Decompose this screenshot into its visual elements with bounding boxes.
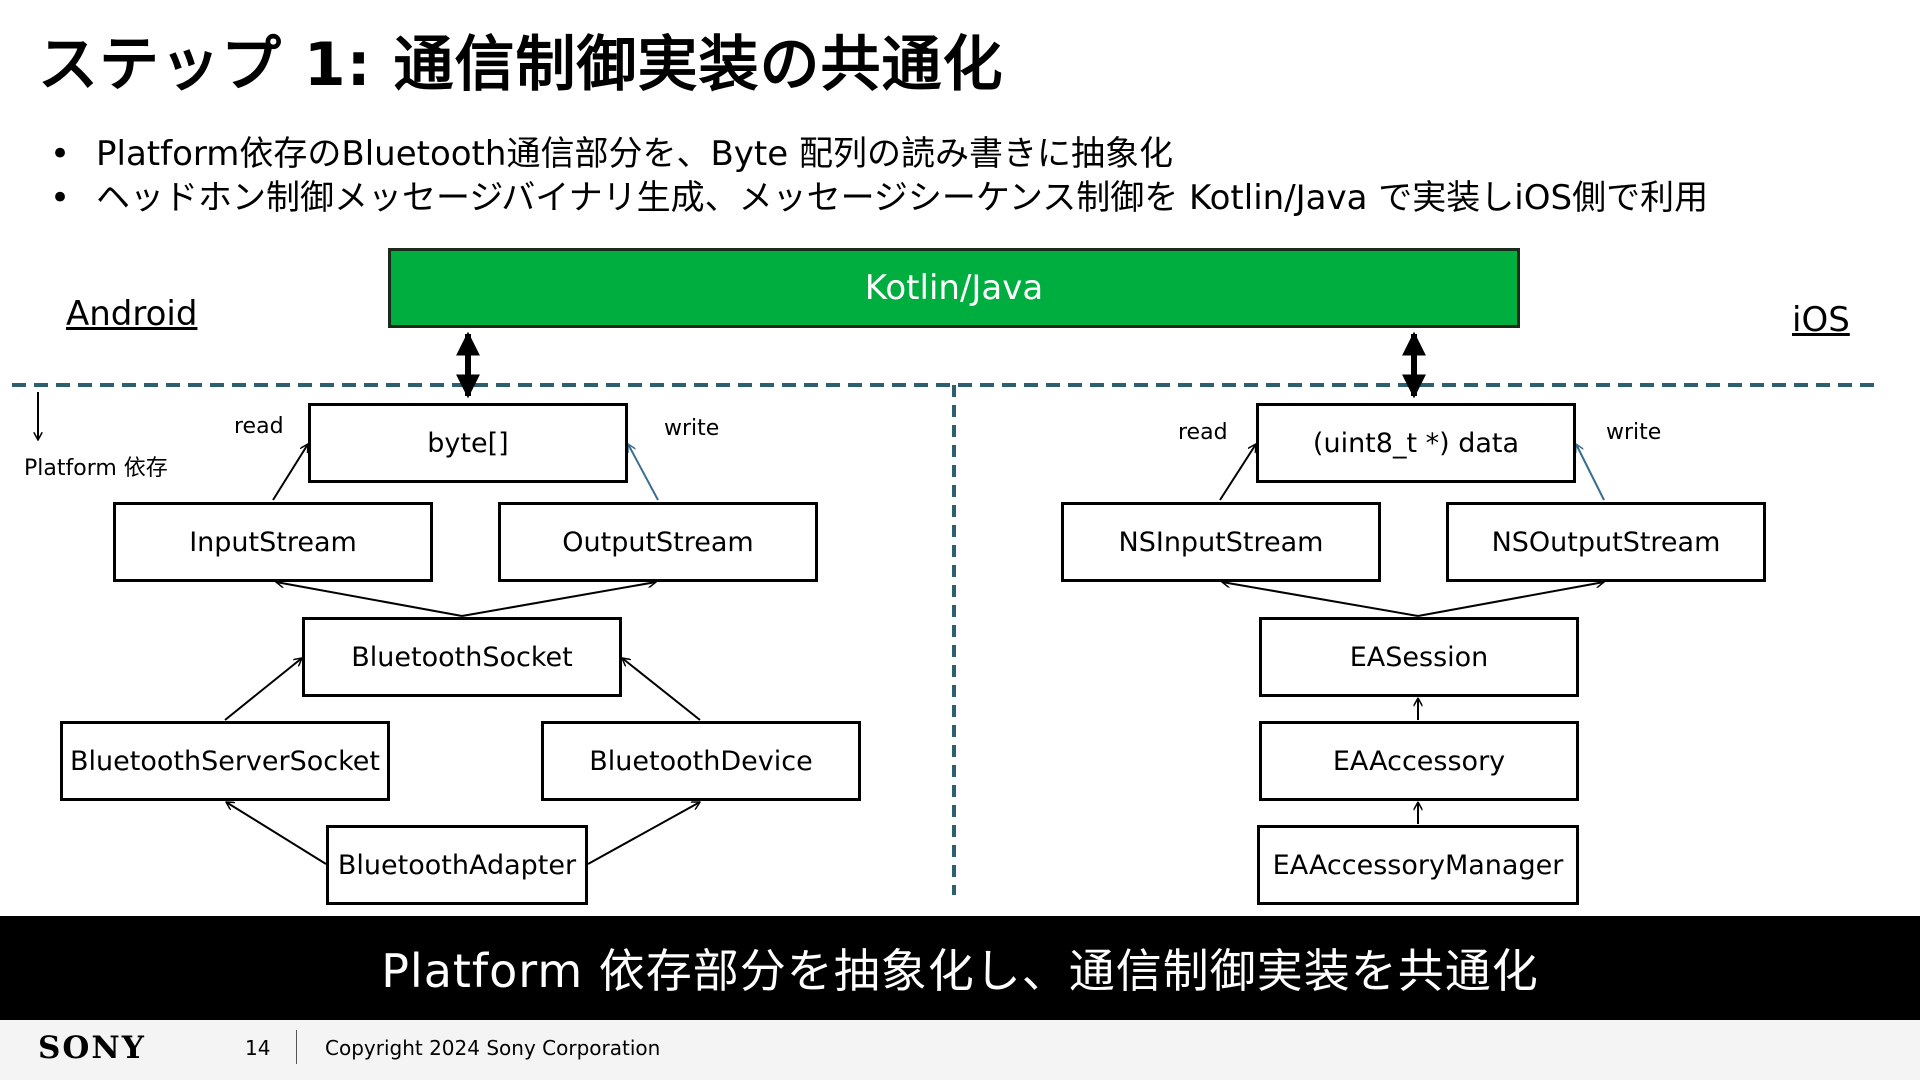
easession-box: EASession — [1259, 617, 1579, 697]
bullet-list: Platform依存のBluetooth通信部分を、Byte 配列の読み書きに抽… — [50, 132, 1708, 220]
android-read-label: read — [234, 414, 284, 439]
bullet-item: Platform依存のBluetooth通信部分を、Byte 配列の読み書きに抽… — [50, 132, 1708, 176]
nsinputstream-box: NSInputStream — [1061, 502, 1381, 582]
platform-note: Platform 依存 — [24, 456, 168, 481]
adapter-to-device — [587, 801, 700, 865]
summary-banner: Platform 依存部分を抽象化し、通信制御実装を共通化 — [0, 916, 1920, 1020]
android-write-label: write — [664, 416, 720, 441]
eaaccessorymanager-box: EAAccessoryManager — [1257, 825, 1579, 905]
socket-to-output — [461, 582, 656, 617]
android-write-arrow — [627, 444, 659, 501]
byte-array-box: byte[] — [308, 403, 628, 483]
device-to-socket — [622, 658, 701, 721]
footer-separator — [296, 1030, 297, 1064]
footer-bar — [0, 1020, 1920, 1080]
nsoutputstream-box: NSOutputStream — [1446, 502, 1766, 582]
bluetoothdevice-box: BluetoothDevice — [541, 721, 861, 801]
bluetoothserversocket-box: BluetoothServerSocket — [60, 721, 390, 801]
inputstream-box: InputStream — [113, 502, 433, 582]
ios-write-label: write — [1606, 420, 1662, 445]
kotlin-java-box: Kotlin/Java — [388, 248, 1520, 328]
ios-read-arrow — [1219, 444, 1256, 501]
eaaccessory-box: EAAccessory — [1259, 721, 1579, 801]
bluetoothsocket-box: BluetoothSocket — [302, 617, 622, 697]
page-number: 14 — [245, 1036, 271, 1060]
android-read-arrow — [272, 444, 309, 501]
outputstream-box: OutputStream — [498, 502, 818, 582]
sony-logo: SONY — [38, 1030, 146, 1066]
ios-write-arrow — [1576, 444, 1605, 501]
bullet-item: ヘッドホン制御メッセージバイナリ生成、メッセージシーケンス制御を Kotlin/… — [50, 176, 1708, 220]
slide-title: ステップ 1: 通信制御実装の共通化 — [38, 30, 1004, 100]
adapter-to-serversocket — [226, 801, 327, 865]
ios-read-label: read — [1178, 420, 1228, 445]
android-label: Android — [66, 294, 198, 334]
copyright-text: Copyright 2024 Sony Corporation — [325, 1036, 661, 1060]
ios-label: iOS — [1792, 300, 1850, 340]
bluetoothadapter-box: BluetoothAdapter — [326, 825, 588, 905]
session-to-output — [1417, 582, 1604, 617]
session-to-input — [1222, 582, 1419, 617]
serversocket-to-socket — [224, 658, 302, 721]
uint8-data-box: (uint8_t *) data — [1256, 403, 1576, 483]
socket-to-input — [276, 582, 463, 617]
